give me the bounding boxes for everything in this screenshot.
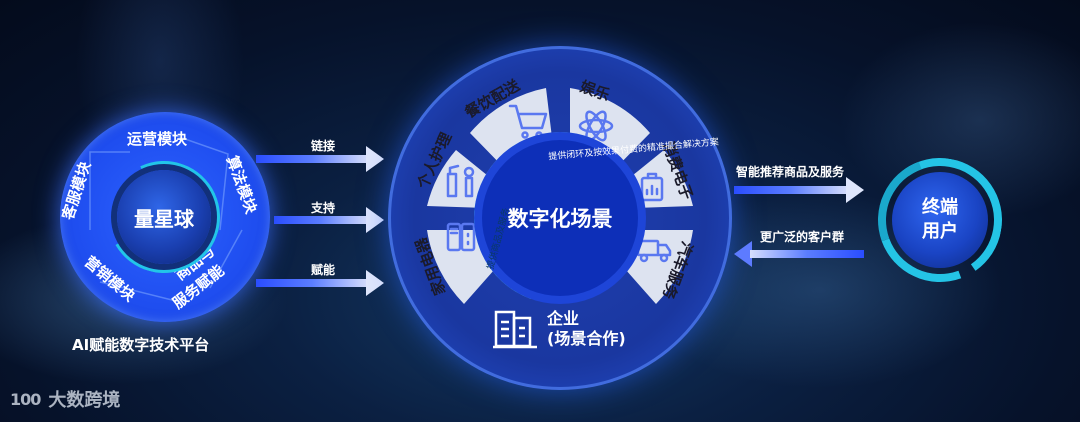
- atom-icon: [578, 110, 614, 142]
- building-icon: [493, 310, 537, 349]
- cosmetics-icon: [446, 164, 475, 198]
- end-user-line2: 用户: [922, 221, 958, 242]
- module-operations: 运营模块: [127, 130, 188, 148]
- scenario-core-label: 数字化场景: [507, 207, 613, 231]
- arrow-label-recommend: 智能推荐商品及服务: [736, 165, 845, 179]
- arrow-label-link: 链接: [311, 139, 336, 153]
- scenario-core: 数字化场景: [482, 140, 638, 296]
- truck-icon: [636, 239, 672, 263]
- enterprise-sublabel: (场景合作): [547, 329, 626, 348]
- platform-core-label: 量星球: [134, 206, 194, 231]
- enterprise-block: 企业 (场景合作): [493, 308, 626, 350]
- arrow-wider-customers: [734, 241, 864, 267]
- wheel-segment-overlay: [446, 104, 672, 263]
- refrigerator-icon: [446, 222, 476, 252]
- end-user-line1: 终端: [922, 197, 958, 218]
- platform-core: 量星球: [117, 170, 211, 264]
- arrow-label-wider-customers: 更广泛的客户群: [760, 230, 845, 244]
- brand-name: 大数跨境: [48, 390, 121, 411]
- arrow-empower: [256, 270, 384, 296]
- arrow-link: [256, 146, 384, 172]
- platform-segment-dividers: [89, 131, 243, 303]
- clipboard-chart-icon: [640, 172, 664, 202]
- watermark: 100 大数跨境: [10, 386, 120, 412]
- end-user-core: 终端 用户: [892, 172, 988, 268]
- arrow-label-support: 支持: [311, 201, 336, 215]
- brand-logo-icon: 100: [10, 389, 41, 409]
- arrow-recommend: [734, 177, 864, 203]
- arrow-support: [274, 207, 384, 233]
- platform-caption: AI赋能数字技术平台: [72, 336, 210, 354]
- enterprise-label: 企业: [547, 309, 580, 328]
- shopping-cart-icon: [508, 104, 548, 139]
- arrow-label-empower: 赋能: [311, 263, 336, 277]
